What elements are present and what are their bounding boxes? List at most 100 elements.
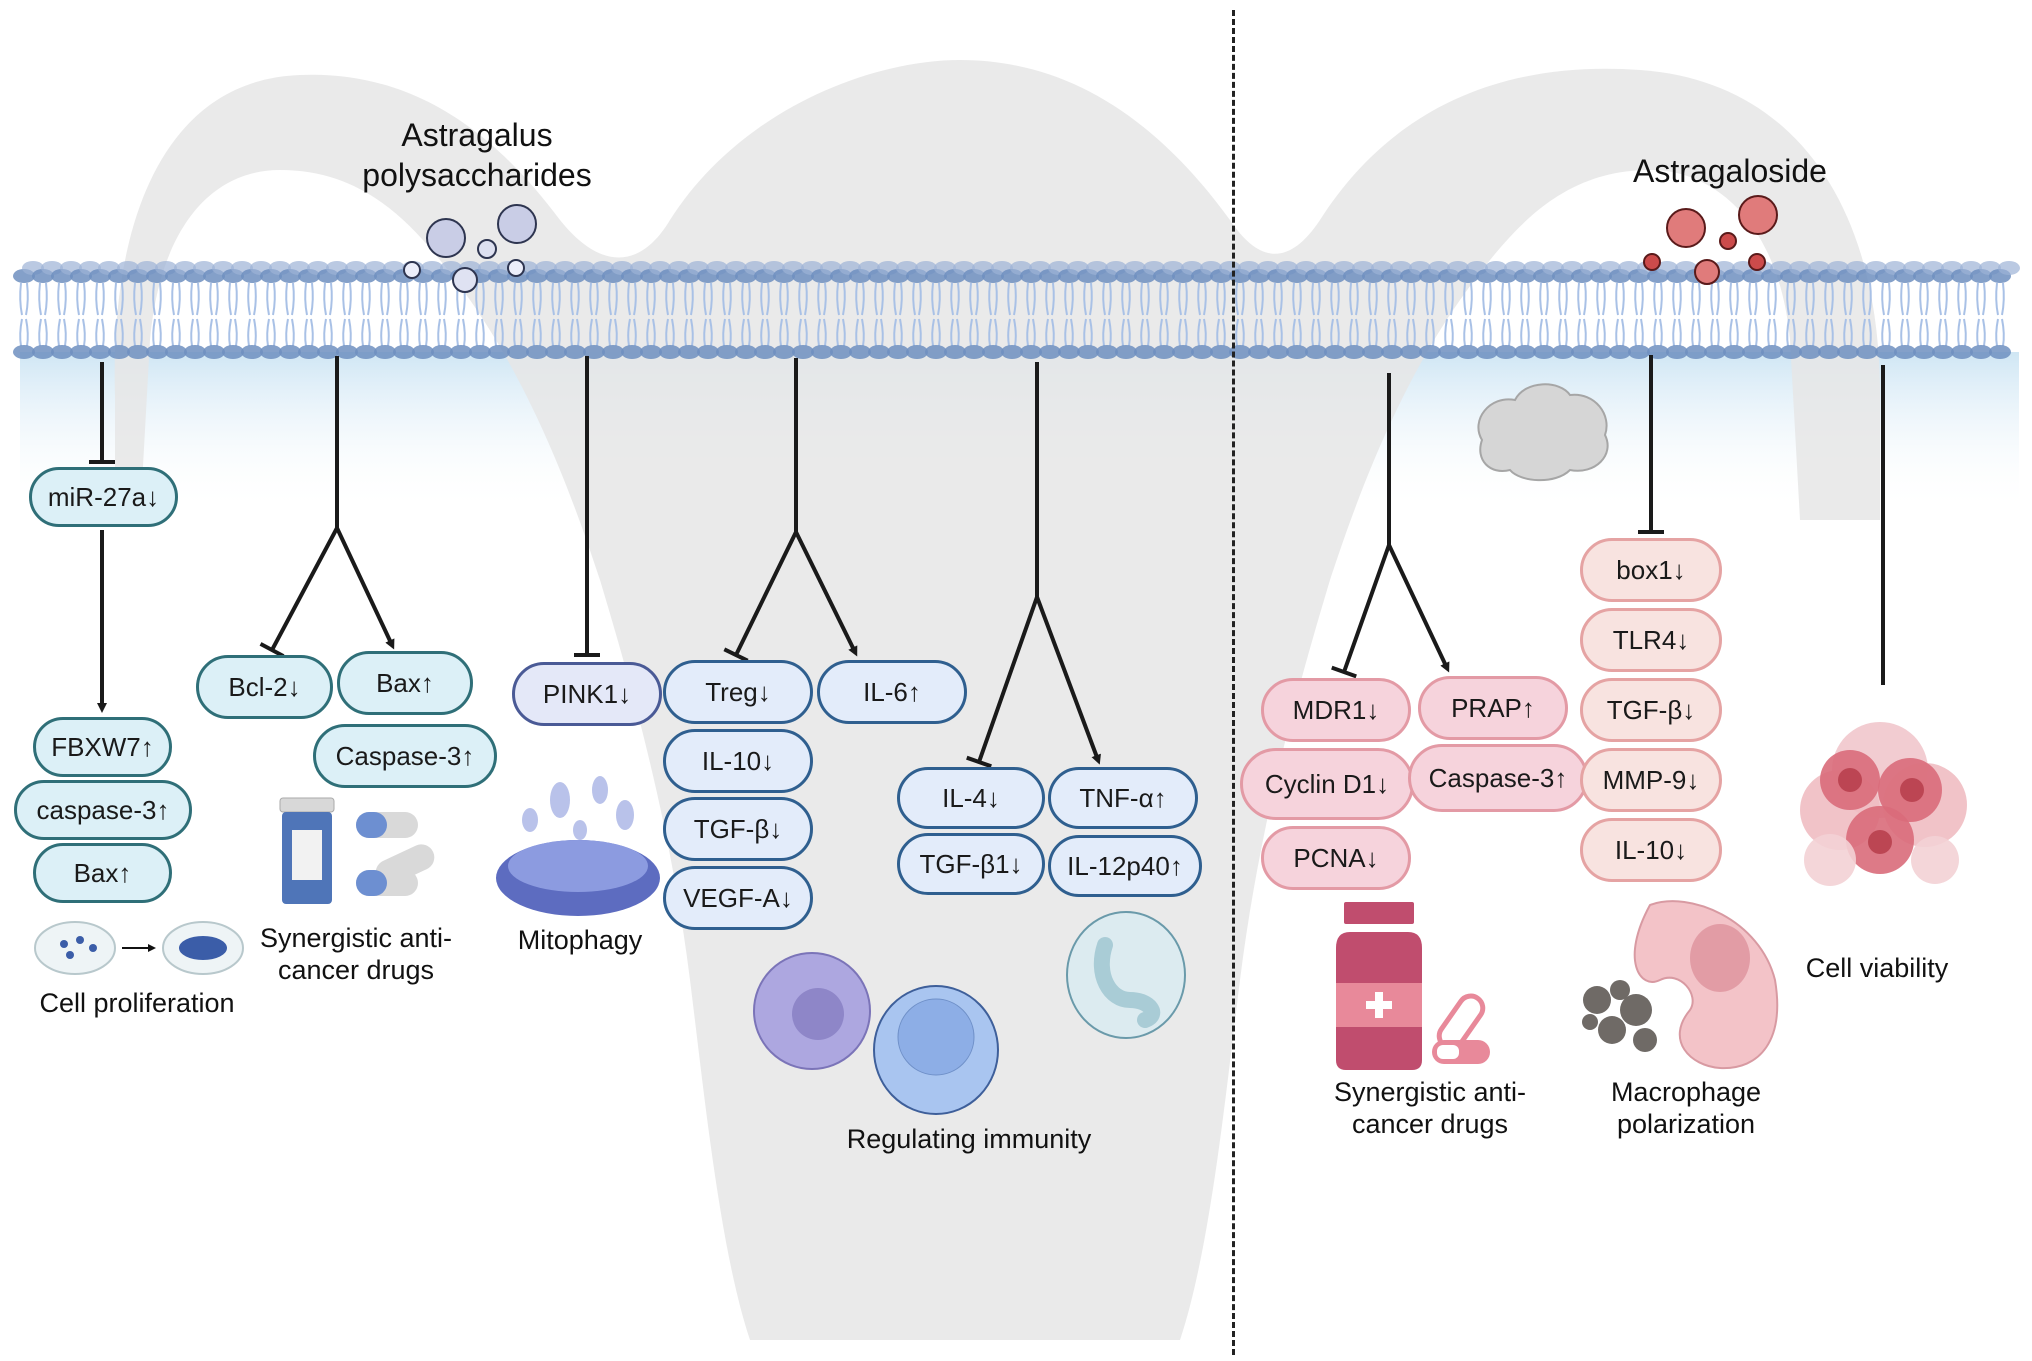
lipid-tail-inner [19, 318, 29, 347]
lipid-tail-inner [1330, 318, 1340, 347]
lipid-tail-outer [893, 282, 903, 316]
lipid-tail-outer [570, 282, 580, 316]
lipid-tail-outer [950, 282, 960, 316]
outcome-text: polarization [1616, 1109, 1756, 1139]
panel-divider [1232, 10, 1235, 1355]
lipid-tail-outer [171, 282, 181, 316]
outcome-text: cancer drugs [1351, 1109, 1509, 1139]
lipid-tail-inner [1786, 318, 1796, 347]
lipid-tail-inner [1748, 318, 1758, 347]
lipid-tail-outer [19, 282, 29, 316]
lipid-head-inner [1875, 345, 1897, 359]
lipid-tail-inner [1292, 318, 1302, 347]
lipid-tail-inner [1026, 318, 1036, 347]
lipid-tail-inner [836, 318, 846, 347]
node-label: TGF-β↓ [693, 813, 783, 844]
lipid-tail-outer [836, 282, 846, 316]
lipid-tail-outer [1824, 282, 1834, 316]
lipid-tail-inner [988, 318, 998, 347]
lipid-tail-inner [1463, 318, 1473, 347]
outcome-text: Synergistic anti- [1333, 1077, 1527, 1107]
lipid-head-inner [1134, 345, 1156, 359]
lipid-tail-inner [1501, 318, 1511, 347]
lipid-head-inner [640, 345, 662, 359]
polysaccharide-particles-icon [403, 204, 537, 293]
lipid-tail-outer [741, 282, 751, 316]
compound-title-polysaccharides: Astragalus polysaccharides [362, 115, 591, 195]
lipid-tail-inner [1121, 318, 1131, 347]
lipid-tail-outer [209, 282, 219, 316]
inhibition-line [270, 527, 339, 651]
lipid-head-inner [1324, 345, 1346, 359]
node-bax: Bax↑ [33, 843, 172, 903]
lipid-head-inner [849, 345, 871, 359]
lipid-head-inner [659, 345, 681, 359]
node-label: PRAP↑ [1451, 692, 1535, 723]
outcome-text: cancer drugs [277, 955, 435, 985]
lipid-tail-outer [1178, 282, 1188, 316]
lipid-tail-outer [855, 282, 865, 316]
lipid-tail-outer [1292, 282, 1302, 316]
lipid-tail-outer [1045, 282, 1055, 316]
lipid-tail-inner [190, 318, 200, 347]
lipid-tail-inner [133, 318, 143, 347]
lipid-tail-inner [1653, 318, 1663, 347]
lipid-tail-inner [494, 318, 504, 347]
lipid-tail-inner [570, 318, 580, 347]
petri-dish-dense-icon [162, 921, 244, 975]
lipid-tail-outer [1995, 282, 2005, 316]
lipid-tail-inner [741, 318, 751, 347]
activation-arrow-icon [1387, 544, 1450, 673]
lipid-tail-outer [912, 282, 922, 316]
lipid-tail-outer [1026, 282, 1036, 316]
lipid-head-inner [1020, 345, 1042, 359]
lipid-head-inner [298, 345, 320, 359]
lipid-tail-inner [1805, 318, 1815, 347]
pill-bottle-blue-icon [279, 797, 335, 904]
lipid-tail-outer [1805, 282, 1815, 316]
lipid-tail-inner [1539, 318, 1549, 347]
lipid-tail-inner [1368, 318, 1378, 347]
node-caspase3-2: Caspase-3↑ [313, 724, 497, 788]
node-tgfb-r: TGF-β↓ [1580, 678, 1722, 742]
lipid-head-inner [1951, 345, 1973, 359]
lipid-tail-inner [1919, 318, 1929, 347]
lipid-tail-inner [1482, 318, 1492, 347]
lipid-tail-inner [1159, 318, 1169, 347]
lipid-head-outer-back [1998, 261, 2020, 275]
lipid-tail-outer [722, 282, 732, 316]
lipid-head-inner [1628, 345, 1650, 359]
inhibition-bar-icon [259, 642, 285, 658]
lipid-tail-inner [589, 318, 599, 347]
lipid-tail-outer [1729, 282, 1739, 316]
lipid-tail-outer [1254, 282, 1264, 316]
lipid-head-inner [1362, 345, 1384, 359]
lipid-tail-inner [247, 318, 257, 347]
node-fbxw7: FBXW7↑ [33, 717, 172, 777]
lipid-head-inner [1913, 345, 1935, 359]
lipid-tail-outer [1786, 282, 1796, 316]
outcome-mitophagy: Mitophagy [518, 924, 643, 956]
outcome-cell-viability: Cell viability [1806, 952, 1949, 984]
lipid-tail-outer [589, 282, 599, 316]
lipid-tail-outer [1216, 282, 1226, 316]
node-label: miR-27a↓ [47, 481, 160, 512]
lipid-tail-outer [1539, 282, 1549, 316]
lipid-tail-outer [1577, 282, 1587, 316]
lipid-head-inner [355, 345, 377, 359]
lipid-head-inner [70, 345, 92, 359]
lipid-tail-inner [817, 318, 827, 347]
lipid-tail-inner [1881, 318, 1891, 347]
lipid-tail-outer [1501, 282, 1511, 316]
lipid-tail-outer [1273, 282, 1283, 316]
lipid-head-inner [1381, 345, 1403, 359]
lipid-head-inner [146, 345, 168, 359]
lipid-tail-inner [703, 318, 713, 347]
lipid-head-inner [507, 345, 529, 359]
lipid-tail-inner [893, 318, 903, 347]
node-label: Bax↑ [73, 857, 132, 888]
lipid-tail-outer [437, 282, 447, 316]
lipid-tail-outer [1140, 282, 1150, 316]
lipid-tail-outer [266, 282, 276, 316]
lipid-head-inner [279, 345, 301, 359]
